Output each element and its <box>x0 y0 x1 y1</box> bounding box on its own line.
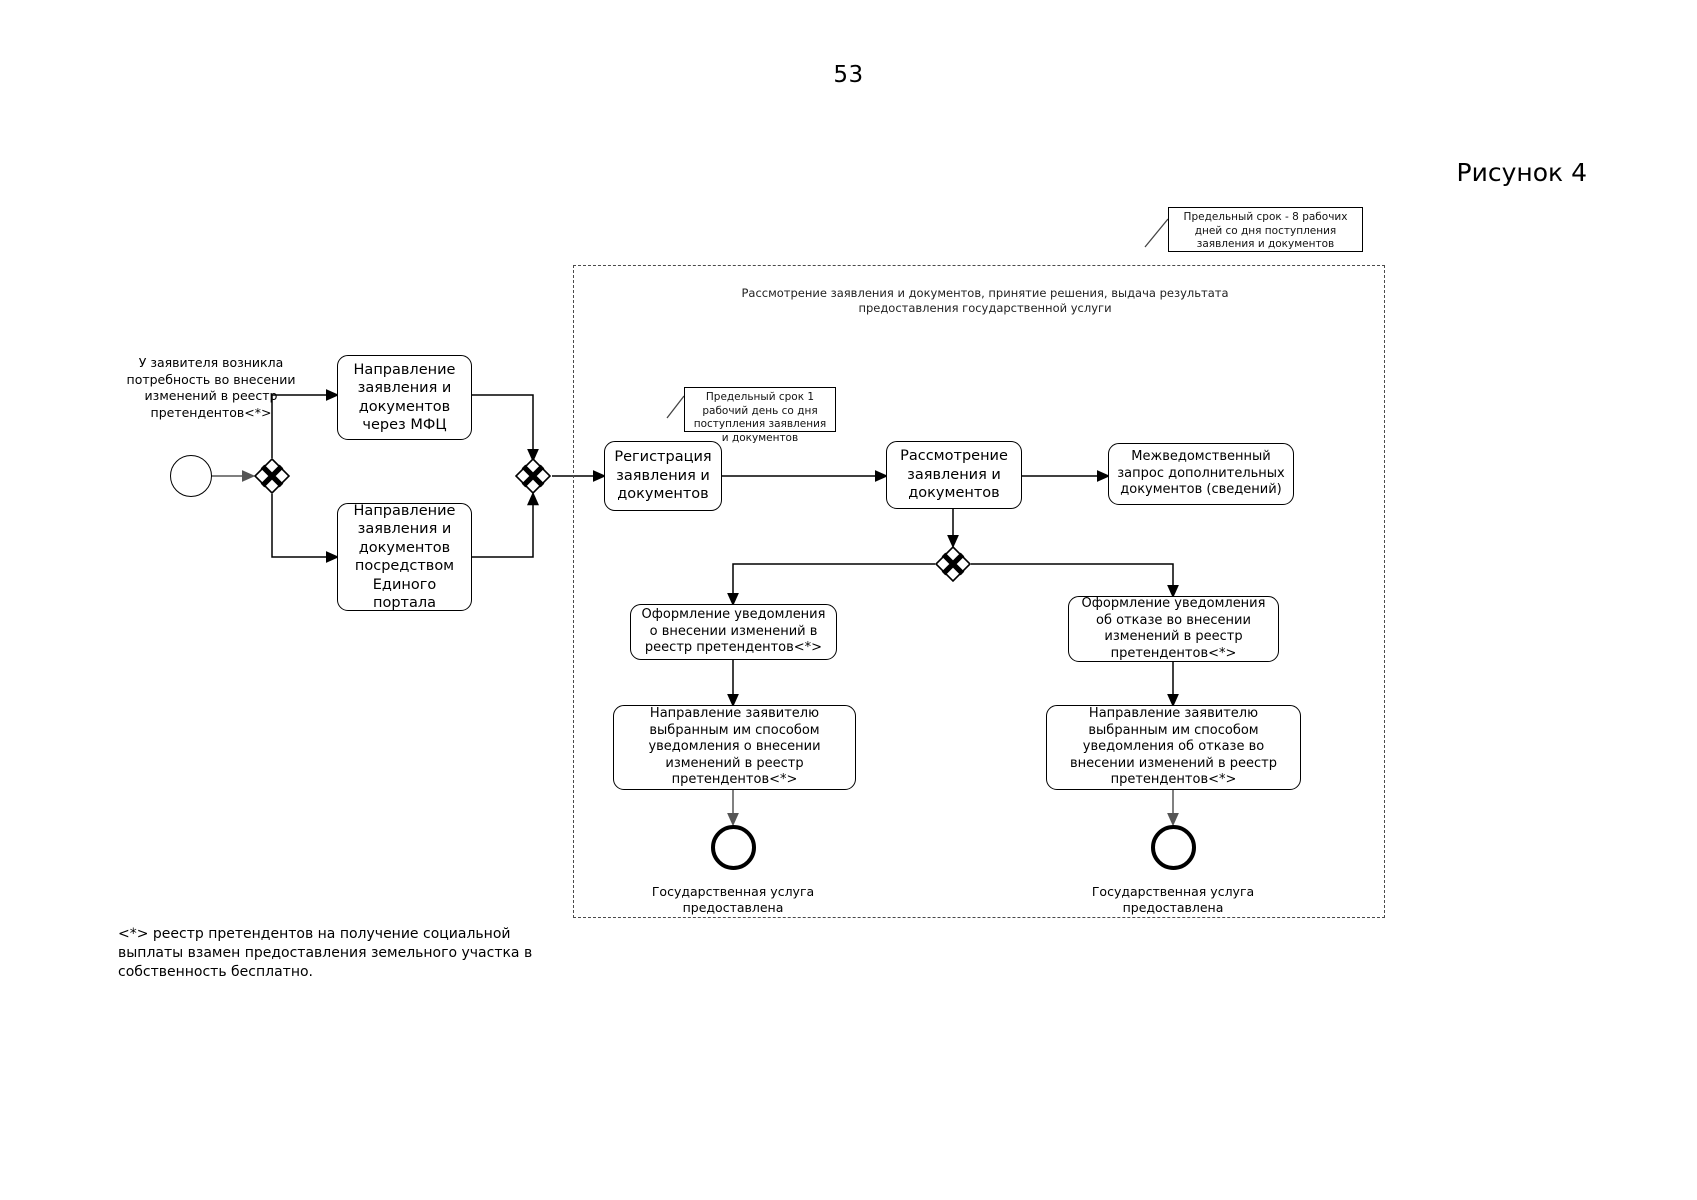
task-review-label: Рассмотрение заявления и документов <box>900 448 1008 502</box>
task-send-approve[interactable]: Направление заявителю выбранным им спосо… <box>613 705 856 790</box>
footnote: <*> реестр претендентов на получение соц… <box>118 926 533 980</box>
task-interagency-request[interactable]: Межведомственный запрос дополнительных д… <box>1108 443 1294 505</box>
end-event-right-label: Государственная услуга предоставлена <box>1091 884 1255 915</box>
figure-caption: Рисунок 4 <box>1456 158 1587 187</box>
subprocess-pool <box>573 265 1385 918</box>
note-deadline-1-day: Предельный срок 1 рабочий день со дня по… <box>684 387 836 444</box>
task-portal[interactable]: Направление заявления и документов посре… <box>337 503 472 611</box>
end-event-left <box>711 825 756 870</box>
end-event-right <box>1151 825 1196 870</box>
task-review[interactable]: Рассмотрение заявления и документов <box>886 441 1022 509</box>
task-notice-reject-label: Оформление уведомления об отказе во внес… <box>1081 596 1266 661</box>
task-notice-reject[interactable]: Оформление уведомления об отказе во внес… <box>1068 596 1279 662</box>
task-send-approve-label: Направление заявителю выбранным им спосо… <box>648 706 821 788</box>
task-send-reject-label: Направление заявителю выбранным им спосо… <box>1069 706 1278 788</box>
task-mfc[interactable]: Направление заявления и документов через… <box>337 355 472 440</box>
task-registration-label: Регистрация заявления и документов <box>614 449 712 503</box>
page-number: 53 <box>833 62 864 88</box>
note-deadline-8-days: Предельный срок - 8 рабочих дней со дня … <box>1168 207 1363 252</box>
task-portal-label: Направление заявления и документов посре… <box>353 502 456 612</box>
task-interagency-request-label: Межведомственный запрос дополнительных д… <box>1117 449 1285 498</box>
gateway-decision <box>934 545 972 583</box>
end-event-left-label: Государственная услуга предоставлена <box>651 884 815 915</box>
start-event <box>170 455 212 497</box>
task-mfc-label: Направление заявления и документов через… <box>353 361 456 434</box>
gateway-split-channel <box>253 457 291 495</box>
subprocess-pool-title: Рассмотрение заявления и документов, при… <box>741 286 1229 315</box>
task-send-reject[interactable]: Направление заявителю выбранным им спосо… <box>1046 705 1301 790</box>
task-registration[interactable]: Регистрация заявления и документов <box>604 441 722 511</box>
task-notice-approve-label: Оформление уведомления о внесении измене… <box>641 607 826 656</box>
gateway-join-channel <box>514 457 552 495</box>
start-event-label: У заявителя возникла потребность во внес… <box>126 355 296 420</box>
task-notice-approve[interactable]: Оформление уведомления о внесении измене… <box>630 604 837 660</box>
